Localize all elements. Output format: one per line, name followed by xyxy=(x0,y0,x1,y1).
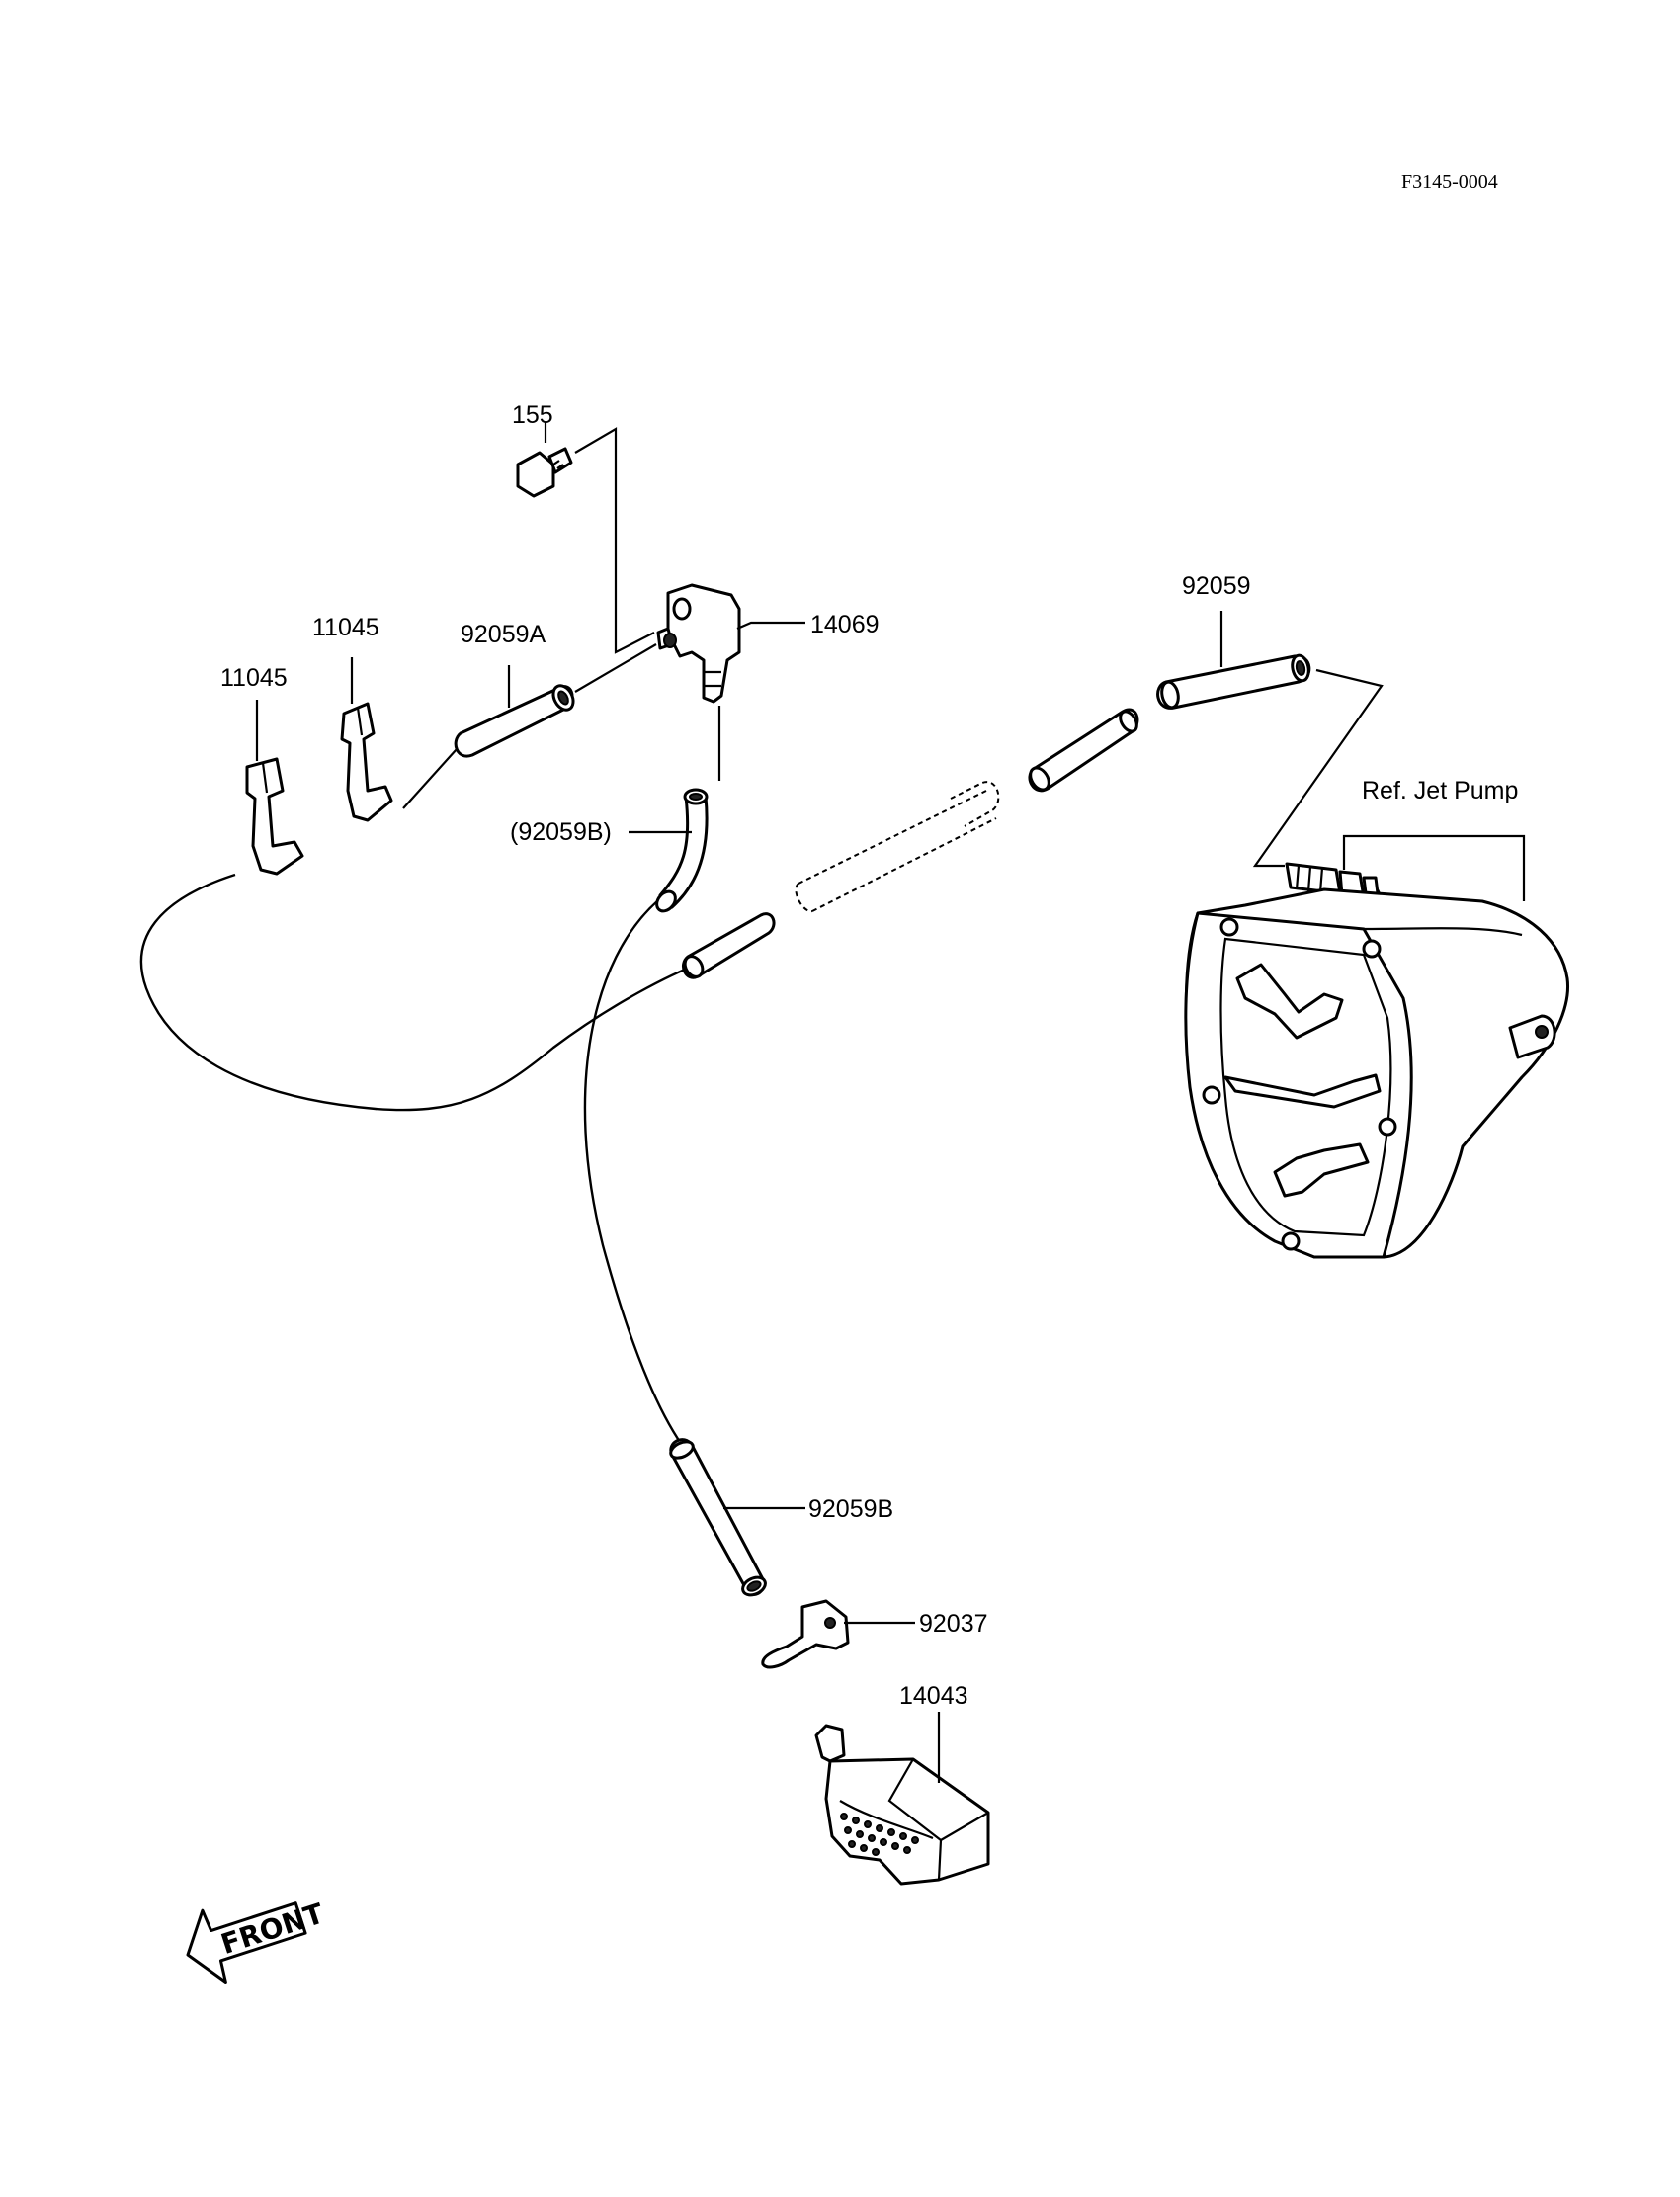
jet-pump-housing xyxy=(1184,887,1570,1259)
front-label: FRONT xyxy=(217,1898,328,1961)
hose-92059-segment-short xyxy=(682,912,776,979)
bolt-155 xyxy=(516,447,573,498)
hose-to-nozzle-leader xyxy=(1252,668,1384,868)
filter-holes xyxy=(840,1813,919,1856)
label-92059b: 92059B xyxy=(808,1495,893,1523)
label-14043: 14043 xyxy=(899,1682,968,1710)
hose-92059 xyxy=(1156,653,1311,710)
label-92037: 92037 xyxy=(919,1610,988,1638)
clip-to-hose-a xyxy=(402,748,458,809)
label-92059: 92059 xyxy=(1182,572,1251,600)
label-11045-upper: 11045 xyxy=(312,614,379,641)
clamp-92037 xyxy=(761,1599,850,1669)
hose-route xyxy=(139,873,701,1446)
fitting-leader xyxy=(736,621,805,631)
label-92059a: 92059A xyxy=(461,621,546,648)
hose-92059b xyxy=(669,1438,767,1597)
filter-14043 xyxy=(814,1724,990,1886)
hose-92059a xyxy=(454,684,575,758)
bolt-leader xyxy=(544,422,655,654)
fitting-14069 xyxy=(656,583,741,704)
hose-92059b-elbow xyxy=(655,788,709,913)
hose-a-to-fitting xyxy=(574,643,657,693)
label-ref-jet-pump: Ref. Jet Pump xyxy=(1362,777,1518,804)
pipe-dashed xyxy=(795,781,1000,913)
label-92059b-paren: (92059B) xyxy=(510,818,612,846)
clip-11045-lower xyxy=(245,757,304,876)
label-155: 155 xyxy=(512,401,553,429)
diagram-code: F3145-0004 xyxy=(1401,171,1498,193)
front-arrow: FRONT xyxy=(186,1898,328,1984)
clip-11045-upper xyxy=(340,702,393,822)
label-14069: 14069 xyxy=(810,611,880,638)
jet-pump-leader xyxy=(1342,834,1526,901)
label-11045-lower: 11045 xyxy=(220,664,288,692)
hose-92059-segment-mid xyxy=(1028,708,1139,793)
